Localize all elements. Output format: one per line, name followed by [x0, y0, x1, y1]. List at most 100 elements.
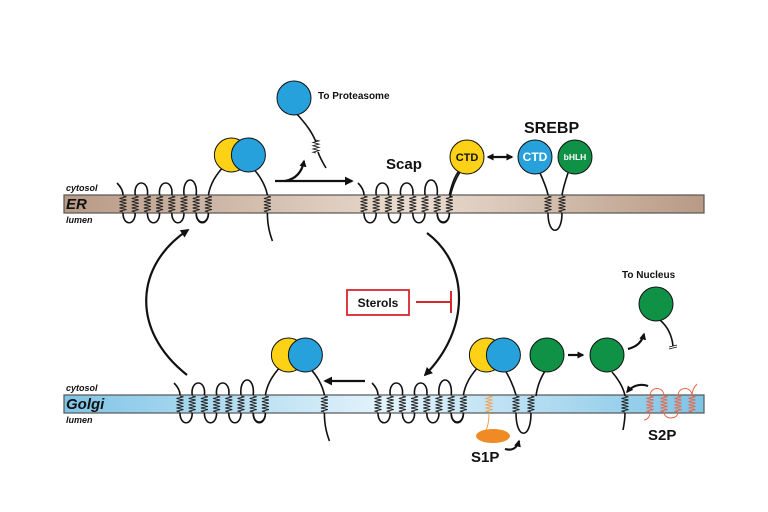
golgi-to-er-arrow [145, 229, 190, 376]
scap-nterm [116, 182, 124, 196]
scap-tm-coil [225, 395, 233, 413]
s1p-tm-coil [484, 395, 494, 413]
bhlh-circle-pre-s2p [589, 337, 625, 373]
proteasome-tm-coil [311, 139, 321, 154]
srebp-cleavage-golgi: S1P S2P [471, 332, 698, 466]
scap-cytosolic-loop [389, 382, 404, 396]
srebp-tm-coil [512, 395, 520, 413]
scap-lumenal-loop [203, 412, 218, 424]
s1p-label: S1P [471, 449, 499, 466]
er-lumen-label: lumen [66, 215, 93, 225]
scap-tm-coil [421, 195, 429, 213]
bhlh-circle [557, 139, 593, 175]
scap-tm-coil [119, 195, 127, 213]
scap-tm-coil [384, 195, 393, 213]
scap-tm-coil [410, 395, 419, 413]
scap-lumenal-loop [412, 212, 426, 224]
scap-tm-coil [409, 195, 417, 213]
srebp-ctd-circle-proteasome [276, 80, 312, 116]
scap-cytosolic-loop [438, 379, 453, 396]
srebp-tm-coil [527, 395, 535, 413]
to-proteasome-label: To Proteasome [318, 91, 390, 102]
scap-ctd-tether [264, 368, 280, 396]
scap-tm-coil [447, 395, 455, 413]
scap-cytosolic-loop [375, 182, 390, 196]
scap-tm-coil [396, 195, 405, 213]
scap-cytosolic-loop [158, 182, 173, 196]
scap-lumenal-loop [450, 412, 465, 423]
scap-cytosolic-loop [215, 382, 230, 396]
scap-lumenal-loop [387, 212, 402, 224]
scap-cytosolic-loop [191, 382, 206, 396]
nuclear-srebp-stub [668, 344, 678, 350]
srebp-tm-coil [544, 195, 552, 213]
scap-tm-coil [155, 195, 164, 213]
scap-tm-coil [261, 395, 270, 413]
scap-tm-coil [372, 195, 380, 213]
pre-s2p-tether [611, 371, 626, 397]
scap-cytosolic-loop [413, 382, 428, 396]
s2p-label: S2P [648, 427, 676, 444]
bhlh-circle-nucleus [638, 286, 674, 322]
proteasome-tail [317, 151, 327, 169]
sterols-inhibition: Sterols [346, 289, 452, 316]
to-nucleus-label: To Nucleus [622, 270, 676, 281]
er-membrane [63, 194, 705, 214]
sterols-label: Sterols [358, 296, 399, 310]
scap-tm-coil [249, 395, 257, 413]
scap-lumenal-loop [401, 412, 416, 424]
bhlh-label: bHLH [564, 152, 587, 162]
srebp-ctd-circle [230, 137, 266, 173]
scap-label: Scap [386, 156, 422, 173]
er-scap-srebp-complex-right [357, 167, 569, 232]
scap-tm-coil [188, 395, 196, 413]
scap-lumenal-loop [377, 412, 391, 424]
srebp-lumenal-loop [547, 212, 563, 232]
scap-tm-coil [204, 195, 213, 213]
to-nucleus-arrow [627, 332, 647, 351]
scap-cytosolic-loop [134, 182, 149, 196]
golgi-membrane [63, 394, 705, 414]
srebp-ctd-circle [485, 337, 521, 373]
scap-cytosolic-loop [399, 182, 414, 196]
to-proteasome-arrow [284, 159, 307, 183]
scap-tm-coil [423, 395, 431, 413]
scap-tm-coil [398, 395, 407, 413]
scap-tm-coil [433, 195, 441, 213]
er-scap-srebp-complex-left [116, 137, 274, 242]
scap-cytosolic-loop [240, 379, 255, 396]
scap-tm-coil [131, 195, 139, 213]
srebp-domains-labeled: CTD CTD bHLH [449, 139, 593, 198]
scap-cytosolic-loop [424, 179, 439, 196]
scap-tm-coil [374, 395, 382, 413]
scap-tm-coil [459, 395, 468, 413]
scap-ctd-tether [462, 368, 478, 396]
scap-tm-coil [360, 195, 368, 213]
scap-lumenal-loop [171, 212, 185, 224]
srebp-lumen-tail [266, 212, 274, 242]
scap-lumenal-loop [436, 212, 451, 223]
scap-lumenal-loop [146, 212, 161, 224]
scap-ctd-label: CTD [456, 152, 479, 164]
srebp-tether [504, 369, 517, 396]
golgi-compartment-label: Golgi [66, 396, 105, 413]
scap-tm-coil [168, 195, 176, 213]
scap-tm-coil [435, 395, 443, 413]
scap-tm-coil [237, 395, 245, 413]
srebp-tether [309, 368, 326, 396]
golgi-scap-srebp-complex-left [173, 337, 331, 442]
pre-s2p-tail [622, 412, 626, 431]
scap-lumenal-loop [252, 412, 267, 423]
srebp-ctd-circle [287, 337, 323, 373]
srebp-tm-coil [558, 195, 566, 213]
nuclear-srebp-tether [659, 319, 674, 347]
srebp-lumenal-loop [515, 412, 532, 434]
srebp-tm-coil [263, 195, 272, 213]
golgi-scap-srebp-complex-middle [371, 337, 535, 434]
scap-tm-coil [445, 195, 454, 213]
scap-nterm [357, 182, 365, 196]
srebp-ctd-tether [539, 172, 549, 196]
scap-tm-coil [212, 395, 221, 413]
bhlh-circle-intermediate [529, 337, 565, 373]
s2p-enzyme [643, 383, 698, 421]
